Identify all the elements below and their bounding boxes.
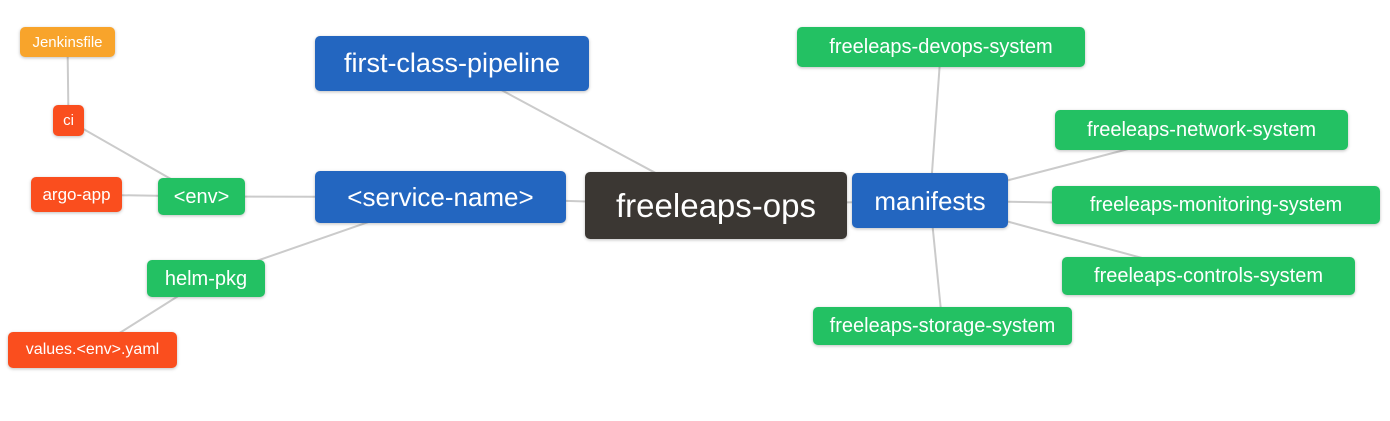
node-env[interactable]: <env>	[158, 178, 245, 215]
node-freeleaps-controls-system[interactable]: freeleaps-controls-system	[1062, 257, 1355, 295]
node-freeleaps-ops[interactable]: freeleaps-ops	[585, 172, 847, 239]
node-service-name[interactable]: <service-name>	[315, 171, 566, 223]
node-jenkinsfile[interactable]: Jenkinsfile	[20, 27, 115, 57]
node-freeleaps-devops-system[interactable]: freeleaps-devops-system	[797, 27, 1085, 67]
node-freeleaps-storage-system[interactable]: freeleaps-storage-system	[813, 307, 1072, 345]
node-values-env-yaml[interactable]: values.<env>.yaml	[8, 332, 177, 368]
node-helm-pkg[interactable]: helm-pkg	[147, 260, 265, 297]
node-manifests[interactable]: manifests	[852, 173, 1008, 228]
node-ci[interactable]: ci	[53, 105, 84, 136]
node-freeleaps-network-system[interactable]: freeleaps-network-system	[1055, 110, 1348, 150]
node-first-class-pipeline[interactable]: first-class-pipeline	[315, 36, 589, 91]
node-argo-app[interactable]: argo-app	[31, 177, 122, 212]
node-freeleaps-monitoring-system[interactable]: freeleaps-monitoring-system	[1052, 186, 1380, 224]
